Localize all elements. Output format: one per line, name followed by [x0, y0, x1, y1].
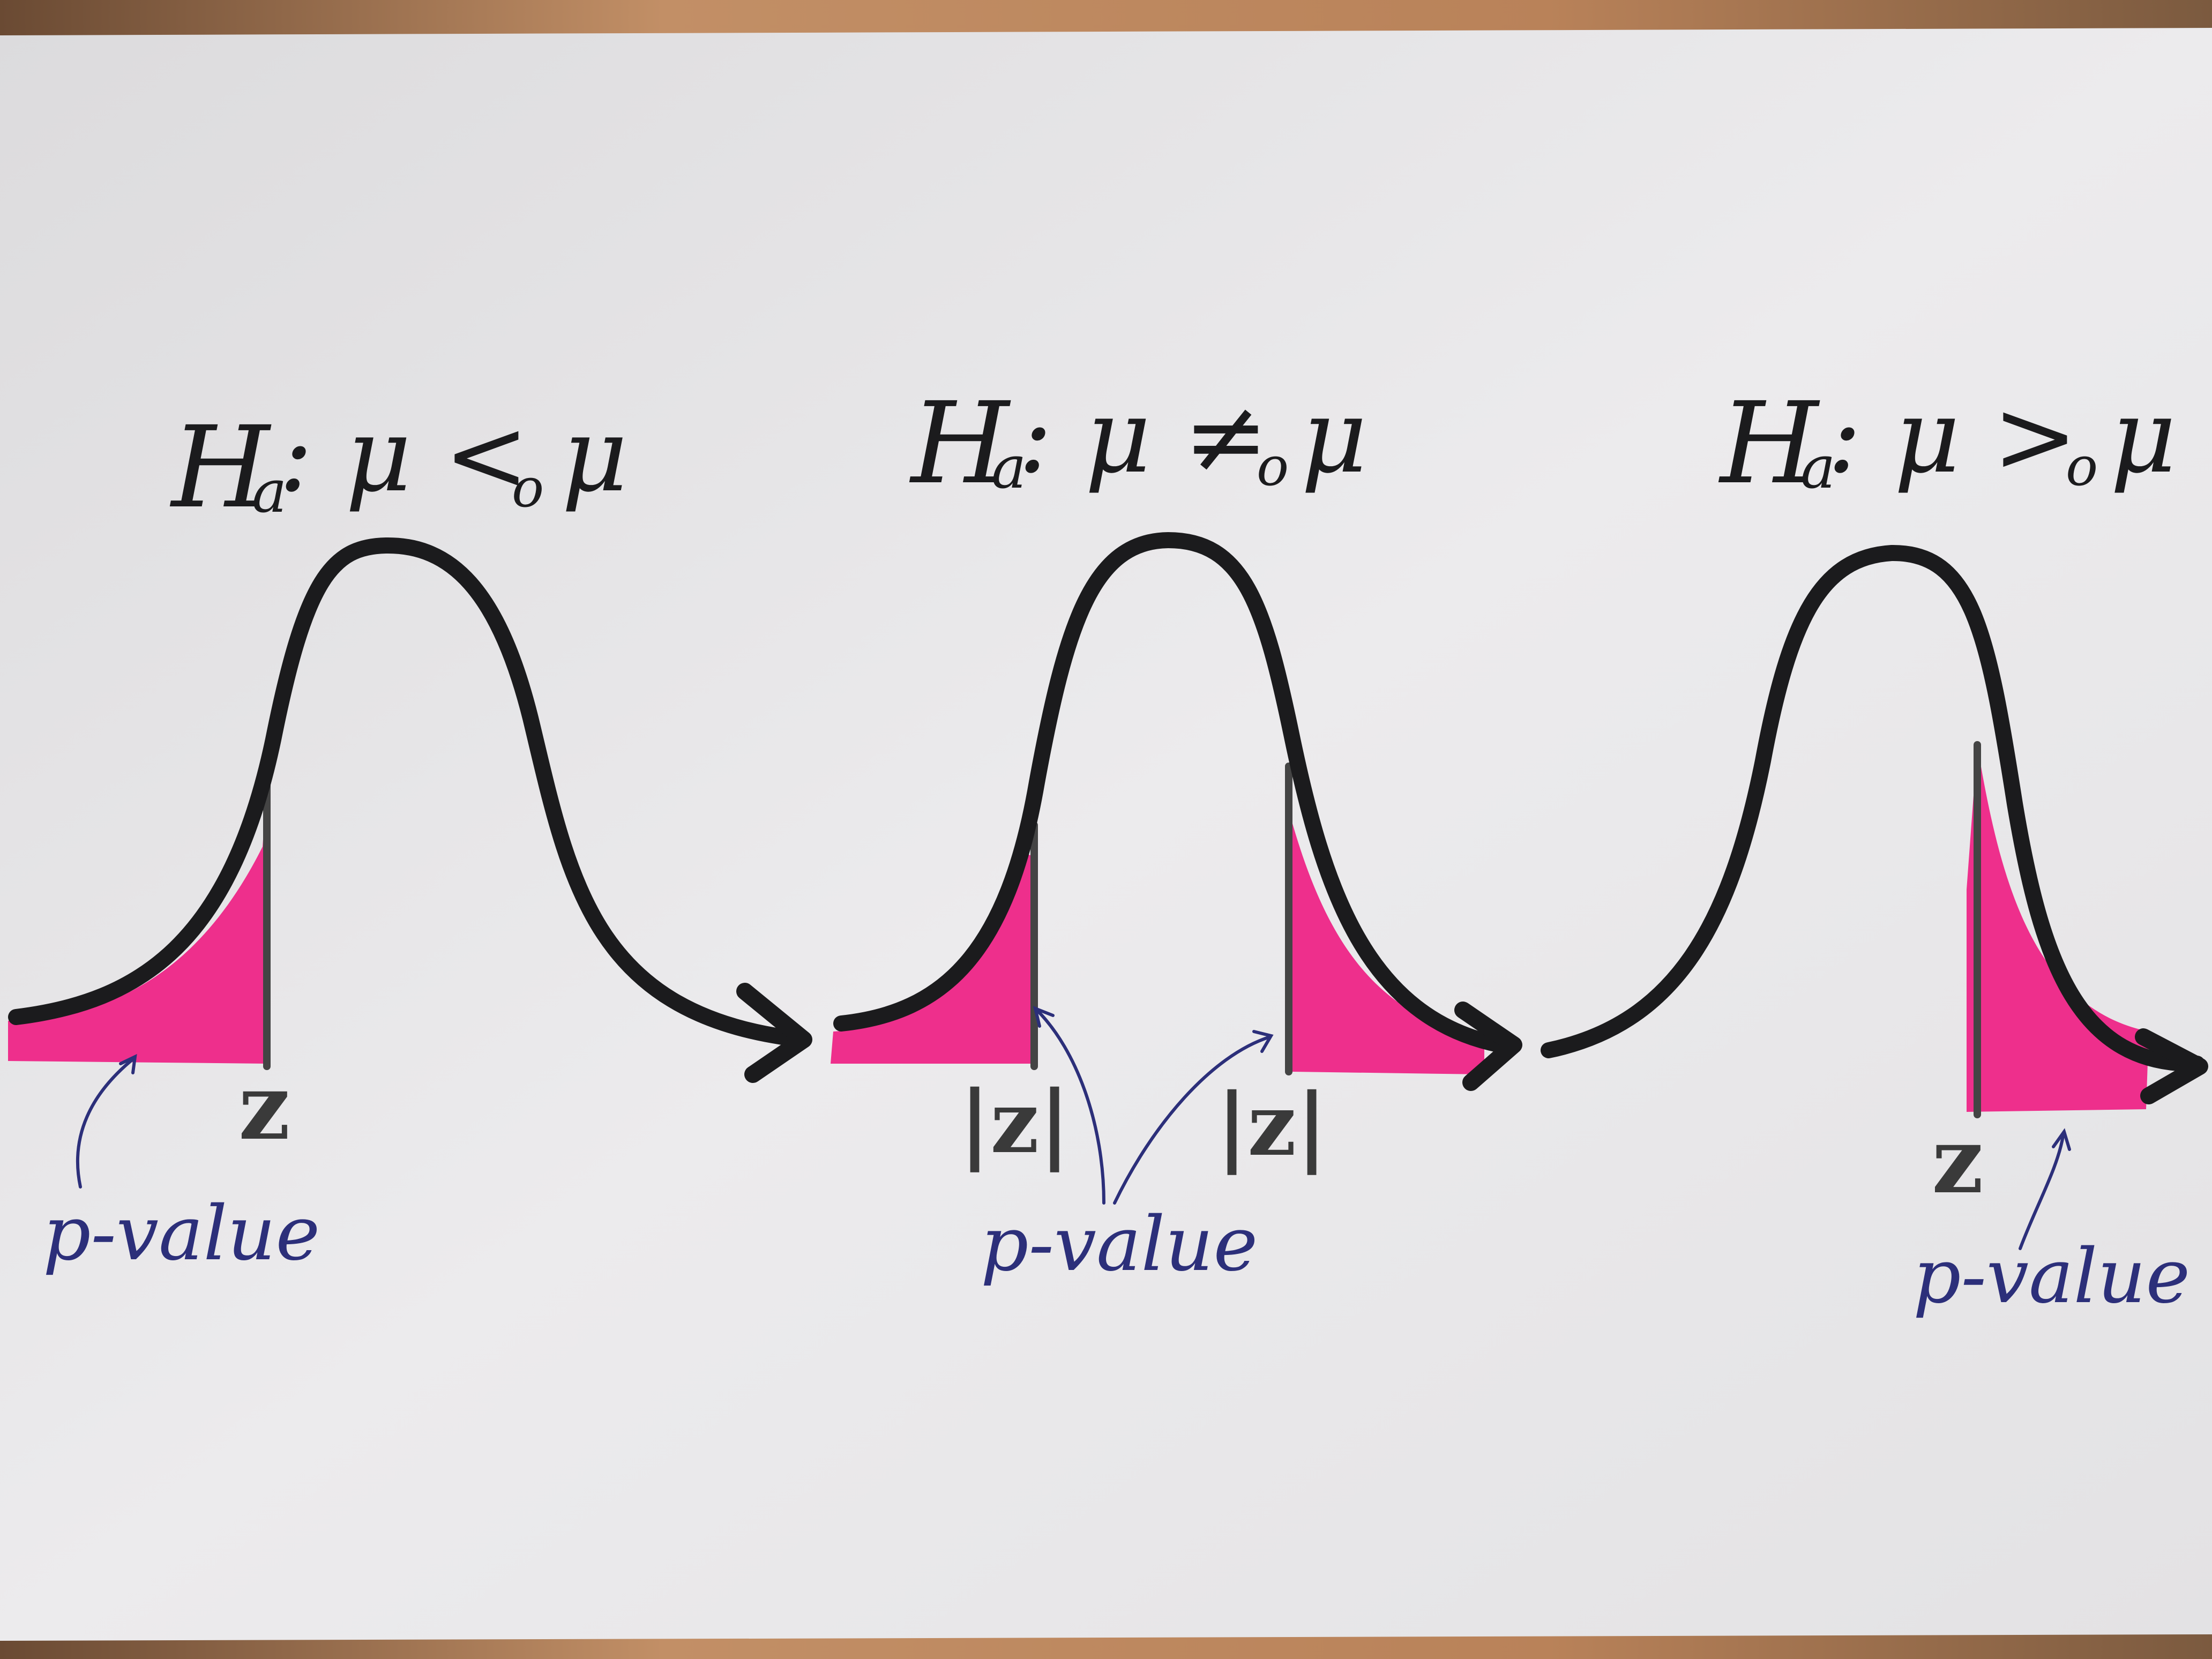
arrowhead	[2135, 1028, 2208, 1104]
paper-sheet	[0, 28, 2212, 1641]
p-value-pointer-tip	[2052, 1128, 2071, 1151]
hypothesis-null-subscript: o	[2066, 435, 2098, 498]
pos-abs-z-label: |z|	[1216, 1074, 1327, 1175]
hypothesis-h: H	[909, 378, 1011, 509]
z-label: z	[238, 1053, 290, 1161]
hypothesis-subscript: a	[252, 457, 287, 526]
panel-two-tailed: H a : μ ≠ μ o |z| |z| p-value	[831, 377, 1522, 1288]
hypothesis-h: H	[169, 402, 272, 533]
arrowhead	[736, 983, 812, 1083]
hypothesis-null-subscript: o	[512, 457, 544, 519]
hypothesis-relation: : μ < μ	[279, 396, 627, 514]
p-value-pointer	[76, 1057, 136, 1189]
hypothesis-null-subscript: o	[1257, 435, 1289, 498]
hypothesis-h: H	[1718, 378, 1820, 509]
p-value-pointer-tip	[119, 1053, 137, 1074]
left-tail-shading	[8, 772, 268, 1064]
hypothesis-subscript: a	[1800, 433, 1836, 502]
panel-right-tailed: H a : μ > μ o z p-value	[1541, 377, 2208, 1320]
bell-curve	[833, 532, 1508, 1053]
p-value-pointer	[2019, 1134, 2065, 1250]
p-value-label: p-value	[1913, 1233, 2190, 1320]
hypothesis-subscript: a	[991, 433, 1027, 502]
right-tail-shading	[1967, 745, 2149, 1112]
left-tail-shading	[831, 852, 1037, 1064]
neg-abs-z-label: |z|	[959, 1072, 1070, 1172]
p-value-pointer-right-tip	[1252, 1030, 1274, 1053]
hypothesis-relation: : μ > μ	[1827, 377, 2176, 496]
z-label: z	[1932, 1107, 1984, 1214]
arrowhead	[1454, 1002, 1522, 1091]
p-value-pointer-right	[1113, 1035, 1272, 1205]
bell-curve	[8, 537, 790, 1045]
p-value-pointer-left-tip	[1033, 1006, 1055, 1028]
bell-curve	[1541, 544, 2205, 1072]
hypothesis-relation: : μ ≠ μ	[1018, 377, 1367, 496]
panel-left-tailed: H a : μ < μ o z p-value	[8, 396, 812, 1277]
right-tail-shading	[1291, 820, 1484, 1074]
p-value-pointer-left	[1035, 1008, 1105, 1205]
p-value-label: p-value	[43, 1190, 320, 1277]
p-value-label: p-value	[981, 1201, 1258, 1288]
